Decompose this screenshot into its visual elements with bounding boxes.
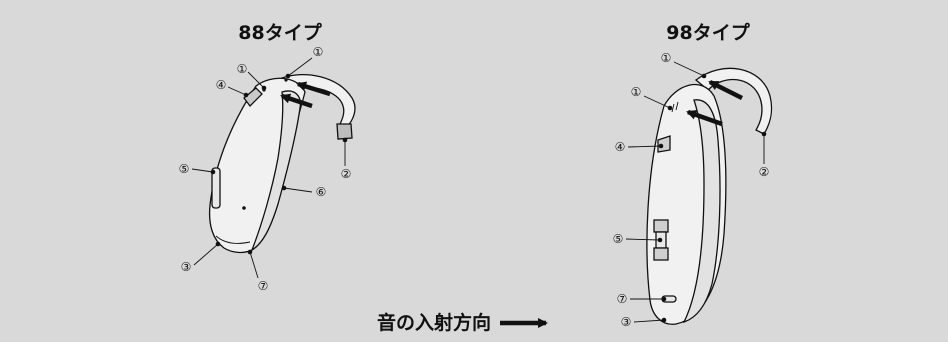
label-88-2: ②	[341, 167, 352, 181]
hook-tip-88	[336, 123, 353, 140]
label-98-2: ②	[759, 165, 770, 179]
title-88-type: 88タイプ	[238, 21, 322, 44]
mic-ports-98	[671, 101, 679, 113]
label-98-7: ⑦	[617, 292, 628, 306]
face-98	[682, 99, 721, 324]
program-button-88	[243, 87, 263, 107]
label-88-4: ④	[216, 78, 227, 92]
label-88-5: ⑤	[179, 162, 190, 176]
label-98-4: ④	[615, 140, 626, 154]
label-98-3: ③	[621, 315, 632, 329]
label-88-6: ⑥	[316, 185, 327, 199]
label-88-1b: ①	[313, 45, 324, 59]
volume-switch-98-bottom	[653, 247, 669, 261]
battery-door-88	[215, 235, 251, 244]
sound-arrow-88-upper	[296, 81, 331, 97]
label-98-1b: ①	[631, 85, 642, 99]
label-88-1a: ①	[237, 62, 248, 76]
label-88-3: ③	[181, 260, 192, 274]
hearing-aid-98-illustration	[646, 67, 773, 325]
volume-switch-88	[211, 167, 221, 209]
callouts-88: ① ① ④ ② ⑤ ⑥ ③ ⑦	[179, 45, 352, 293]
hearing-aid-88-illustration	[208, 73, 356, 254]
sound-arrow-88-lower	[280, 93, 313, 109]
face-88	[250, 90, 301, 252]
label-88-7: ⑦	[258, 279, 269, 293]
label-98-5: ⑤	[613, 232, 624, 246]
sound-arrow-98-upper	[708, 79, 744, 101]
callouts-98: ① ① ④ ② ⑤ ⑦ ③	[613, 51, 770, 329]
sound-arrow-98-lower	[686, 109, 723, 127]
sound-direction-caption: 音の入射方向	[377, 311, 491, 334]
screw-88	[242, 206, 246, 210]
mic-port-rear-88	[284, 78, 288, 82]
volume-switch-98-top	[653, 219, 669, 233]
title-98-type: 98タイプ	[666, 21, 750, 44]
label-98-1a: ①	[661, 51, 672, 65]
